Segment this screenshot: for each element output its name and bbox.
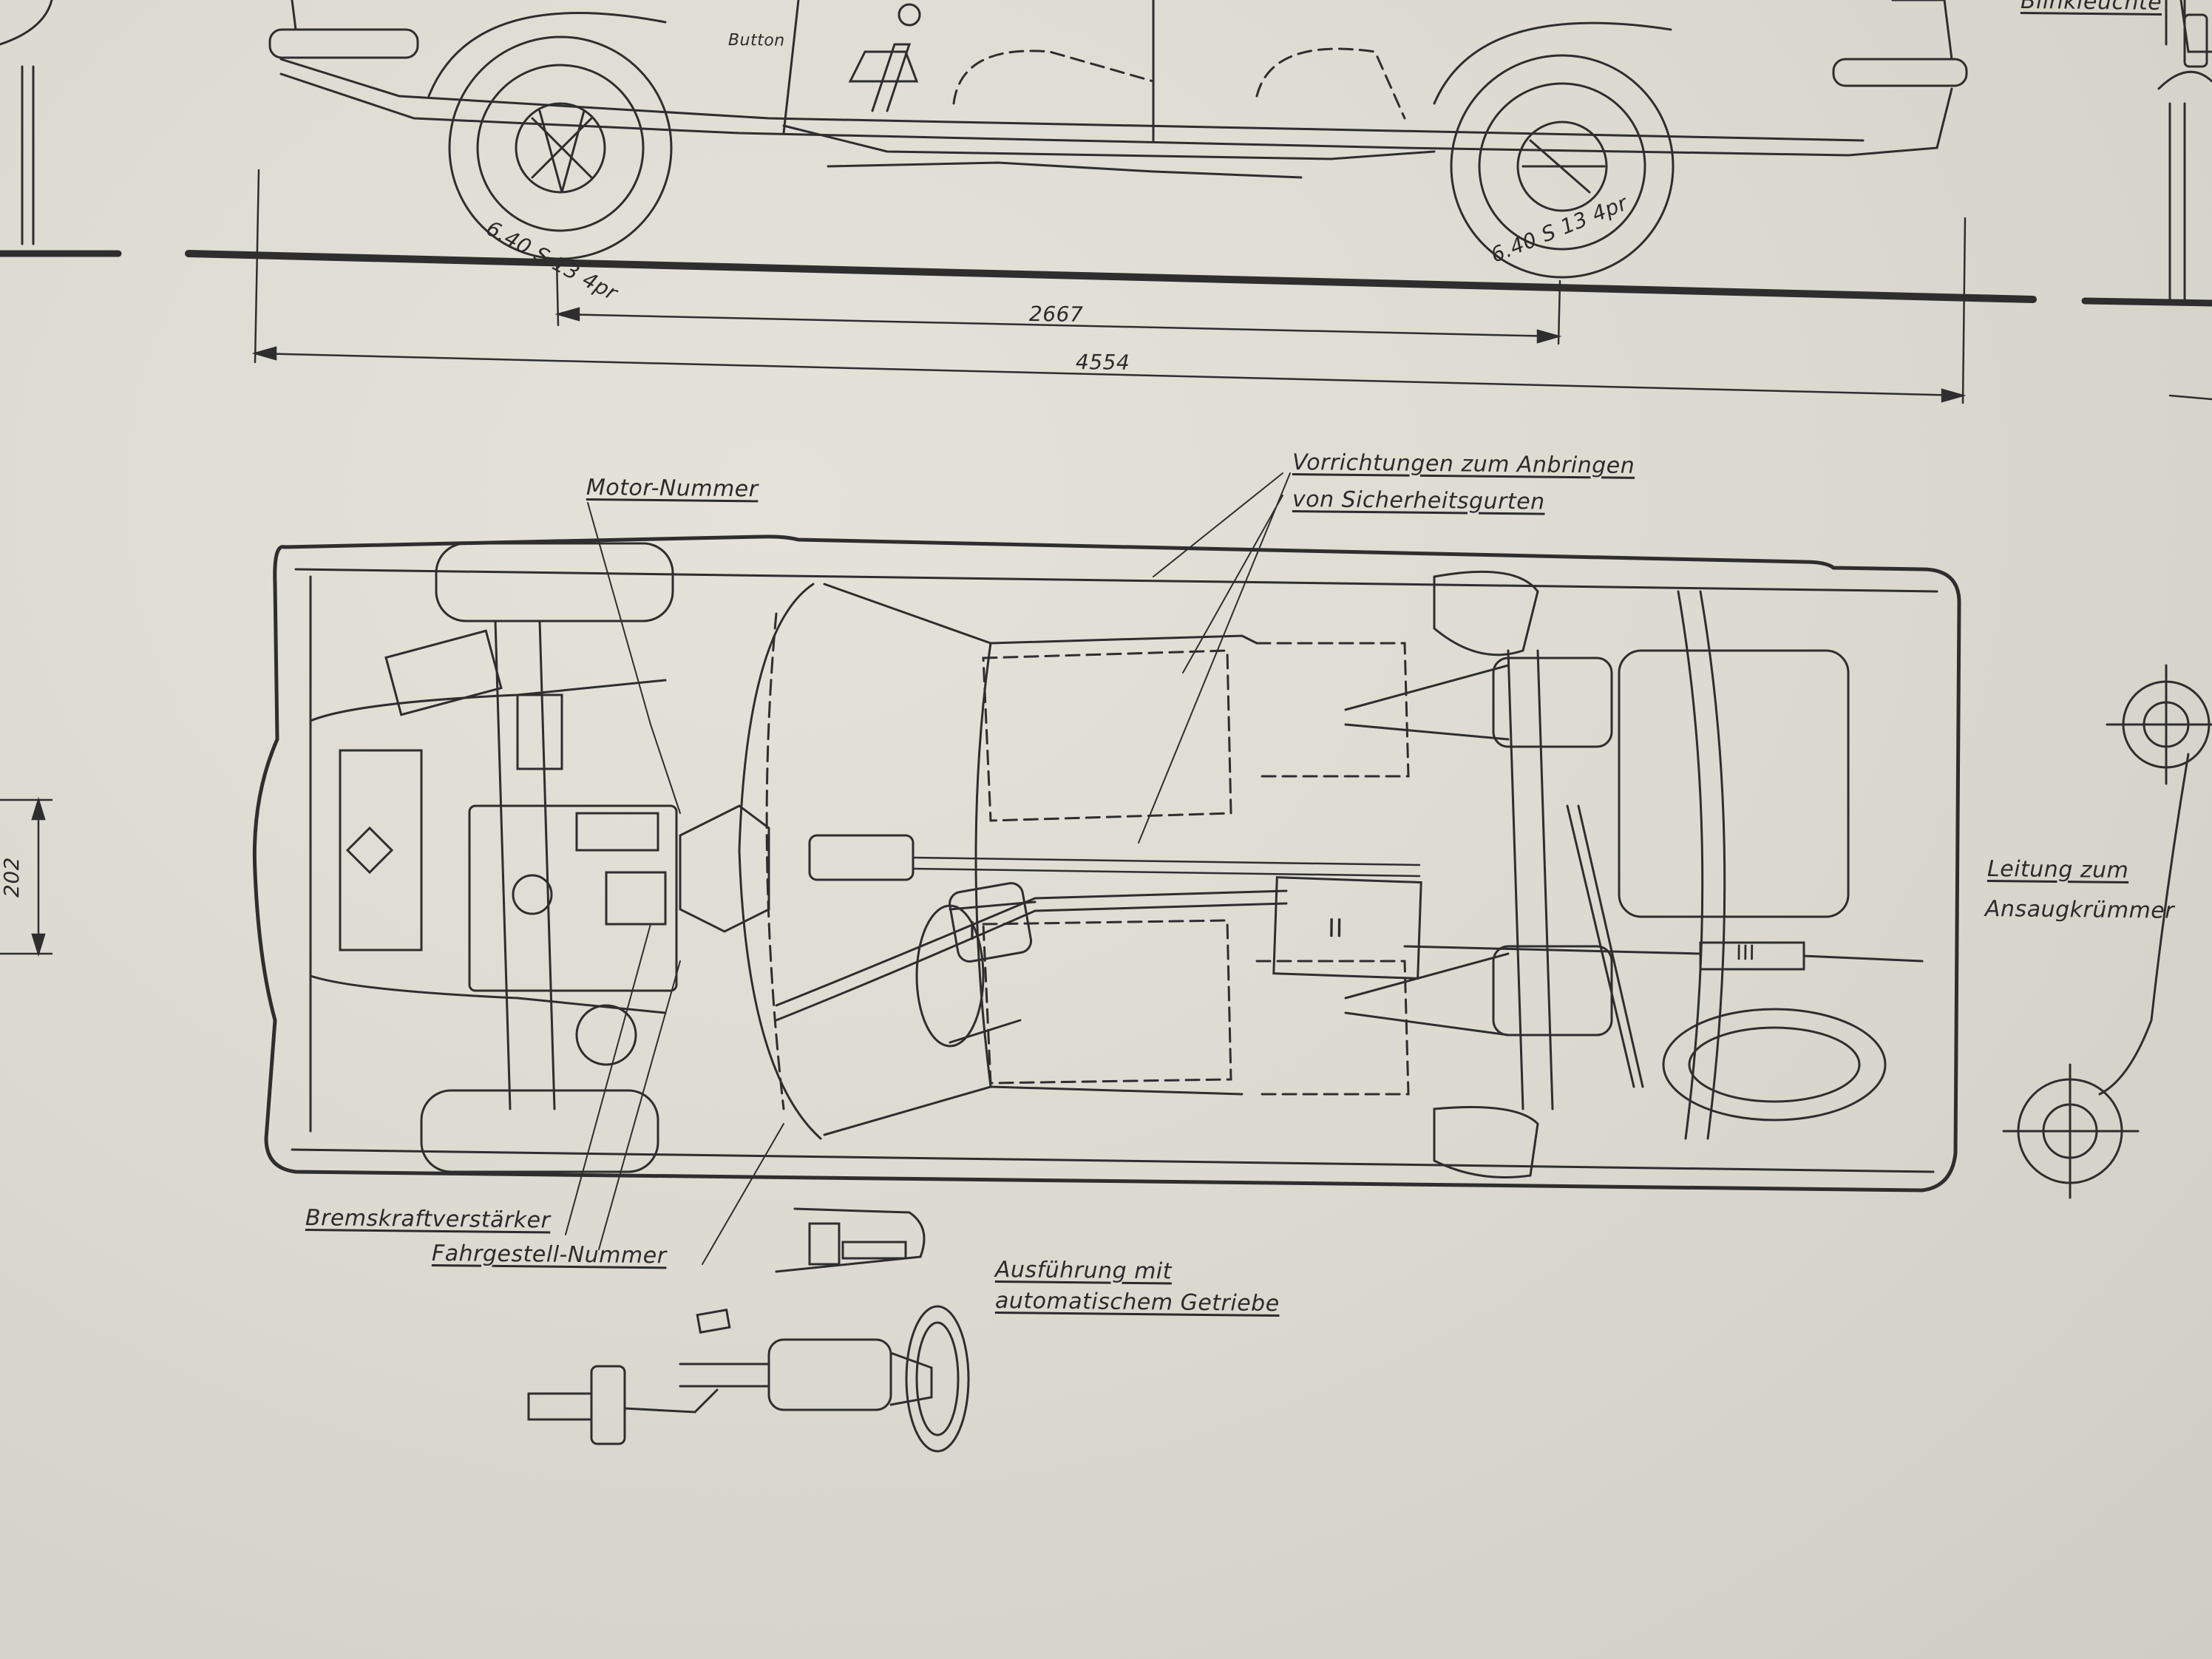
right-detail [2002,664,2212,1199]
automatik-label-line2: automatischem Getriebe [994,1288,1280,1317]
dimension-lines [0,169,2212,957]
fahrgestell-label: Fahrgestell-Nummer [431,1241,667,1269]
leitung-label-line1: Leitung zum [1987,856,2129,884]
overall-length-value: 4554 [1075,350,1130,375]
bremskraft-label: Bremskraftverstärker [305,1205,551,1234]
component-marker-2: II [1327,914,1344,944]
side-view [0,0,2212,307]
automatic-transmission-detail [527,1207,970,1453]
side-height-value: 202 [0,857,24,898]
blinkleuchte-label: Blinkleuchte [2020,0,2162,16]
button-note-label: Button [727,31,785,50]
plan-view [252,472,1961,1265]
component-marker-3: III [1735,940,1756,966]
automatik-label-line1: Ausführung mit [994,1257,1173,1285]
leitung-label-line2: Ansaugkrümmer [1984,896,2175,924]
motor-nummer-label: Motor-Nummer [586,475,759,503]
gurte-label-line1: Vorrichtungen zum Anbringen [1292,449,1635,479]
wheelbase-value: 2667 [1028,302,1084,327]
gurte-label-line2: von Sicherheitsgurten [1292,486,1545,515]
component-marker-1: I [968,917,977,947]
